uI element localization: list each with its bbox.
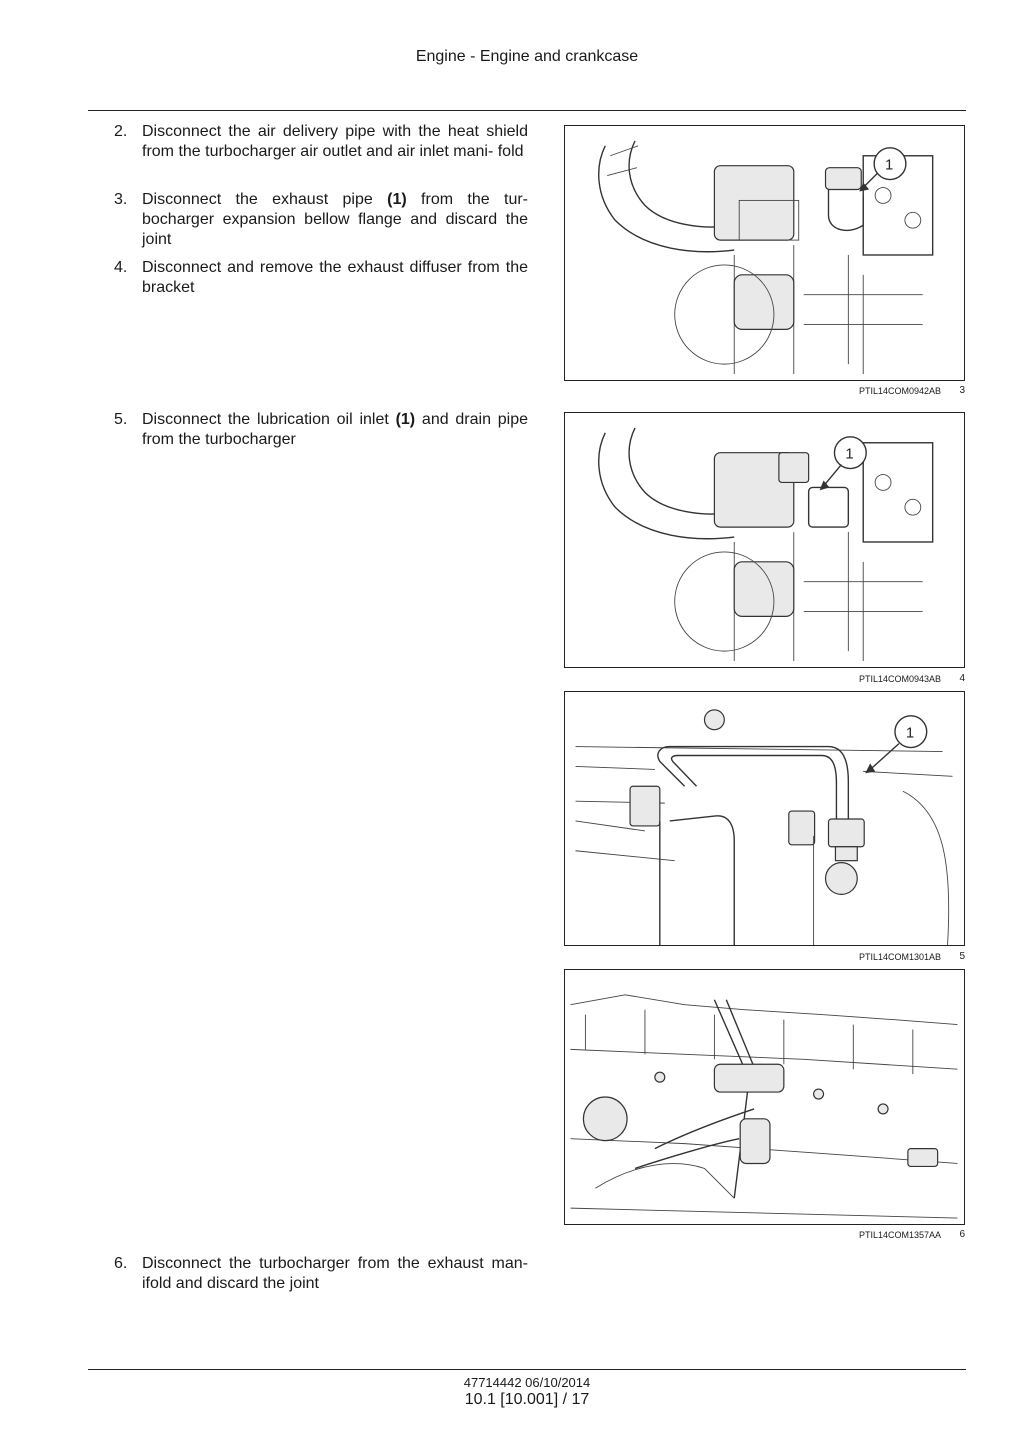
step-6: 6. Disconnect the turbocharger from the … xyxy=(114,1254,528,1294)
callout-label: 1 xyxy=(845,447,853,463)
callout-badge xyxy=(833,436,867,470)
step-number: 4. xyxy=(114,259,128,276)
header-divider xyxy=(88,110,966,111)
figure-code: PTIL14COM1357AA xyxy=(858,1230,941,1240)
page-header-title: Engine - Engine and crankcase xyxy=(415,48,639,65)
footer-divider xyxy=(88,1369,966,1370)
step-text: Disconnect the exhaust pipe (1) from the… xyxy=(142,191,529,248)
figure-5-oil-inlet-pipe-detail: 1 xyxy=(564,691,965,946)
step-text: Disconnect the air delivery pipe with th… xyxy=(142,123,528,160)
figure-index: 3 xyxy=(959,385,965,396)
engine-illustration: 1 xyxy=(598,140,934,375)
pipe-illustration: 1 xyxy=(575,709,953,945)
step-number: 2. xyxy=(114,123,128,140)
figure-6-caption: PTIL14COM1357AA 6 xyxy=(564,1229,965,1244)
step-5: 5. Disconnect the lubrication oil inlet … xyxy=(114,410,528,450)
figure-code: PTIL14COM1301AB xyxy=(858,952,941,962)
figure-index: 5 xyxy=(959,951,965,962)
figure-index: 6 xyxy=(959,1229,965,1240)
step-number: 5. xyxy=(114,411,128,428)
step-4: 4. Disconnect and remove the exhaust dif… xyxy=(114,258,528,298)
figure-4-turbocharger-oil-inlet: 1 xyxy=(564,412,965,668)
figure-5-caption: PTIL14COM1301AB 5 xyxy=(564,951,965,966)
figure-3-caption: PTIL14COM0942AB 3 xyxy=(564,385,965,400)
figure-6-drain-pipe-removal xyxy=(564,969,965,1225)
step-number: 3. xyxy=(114,191,128,208)
callout-badge xyxy=(873,147,907,181)
callout-reference: (1) xyxy=(387,191,407,208)
step-text: Disconnect and remove the exhaust diffus… xyxy=(142,259,528,296)
figure-code: PTIL14COM0942AB xyxy=(858,386,941,396)
step-text: Disconnect the lubrication oil inlet (1)… xyxy=(142,411,529,448)
step-3: 3. Disconnect the exhaust pipe (1) from … xyxy=(114,190,528,250)
figure-3-turbocharger-exhaust-pipe: 1 xyxy=(564,125,965,381)
callout-reference: (1) xyxy=(395,411,416,428)
step-text: Disconnect the turbocharger from the exh… xyxy=(142,1255,528,1292)
callout-label: 1 xyxy=(885,158,893,174)
figure-4-caption: PTIL14COM0943AB 4 xyxy=(564,673,965,688)
figure-code: PTIL14COM0943AB xyxy=(858,674,941,684)
callout-label: 1 xyxy=(906,726,914,742)
callout-badge xyxy=(894,715,928,749)
step-number: 6. xyxy=(114,1255,128,1272)
figure-index: 4 xyxy=(959,673,965,684)
footer-document-reference: 47714442 06/10/2014 xyxy=(463,1375,591,1390)
step-2: 2. Disconnect the air delivery pipe with… xyxy=(114,122,528,162)
engine-illustration xyxy=(570,994,958,1219)
engine-illustration: 1 xyxy=(598,427,934,662)
footer-page-number: 10.1 [10.001] / 17 xyxy=(464,1391,590,1408)
